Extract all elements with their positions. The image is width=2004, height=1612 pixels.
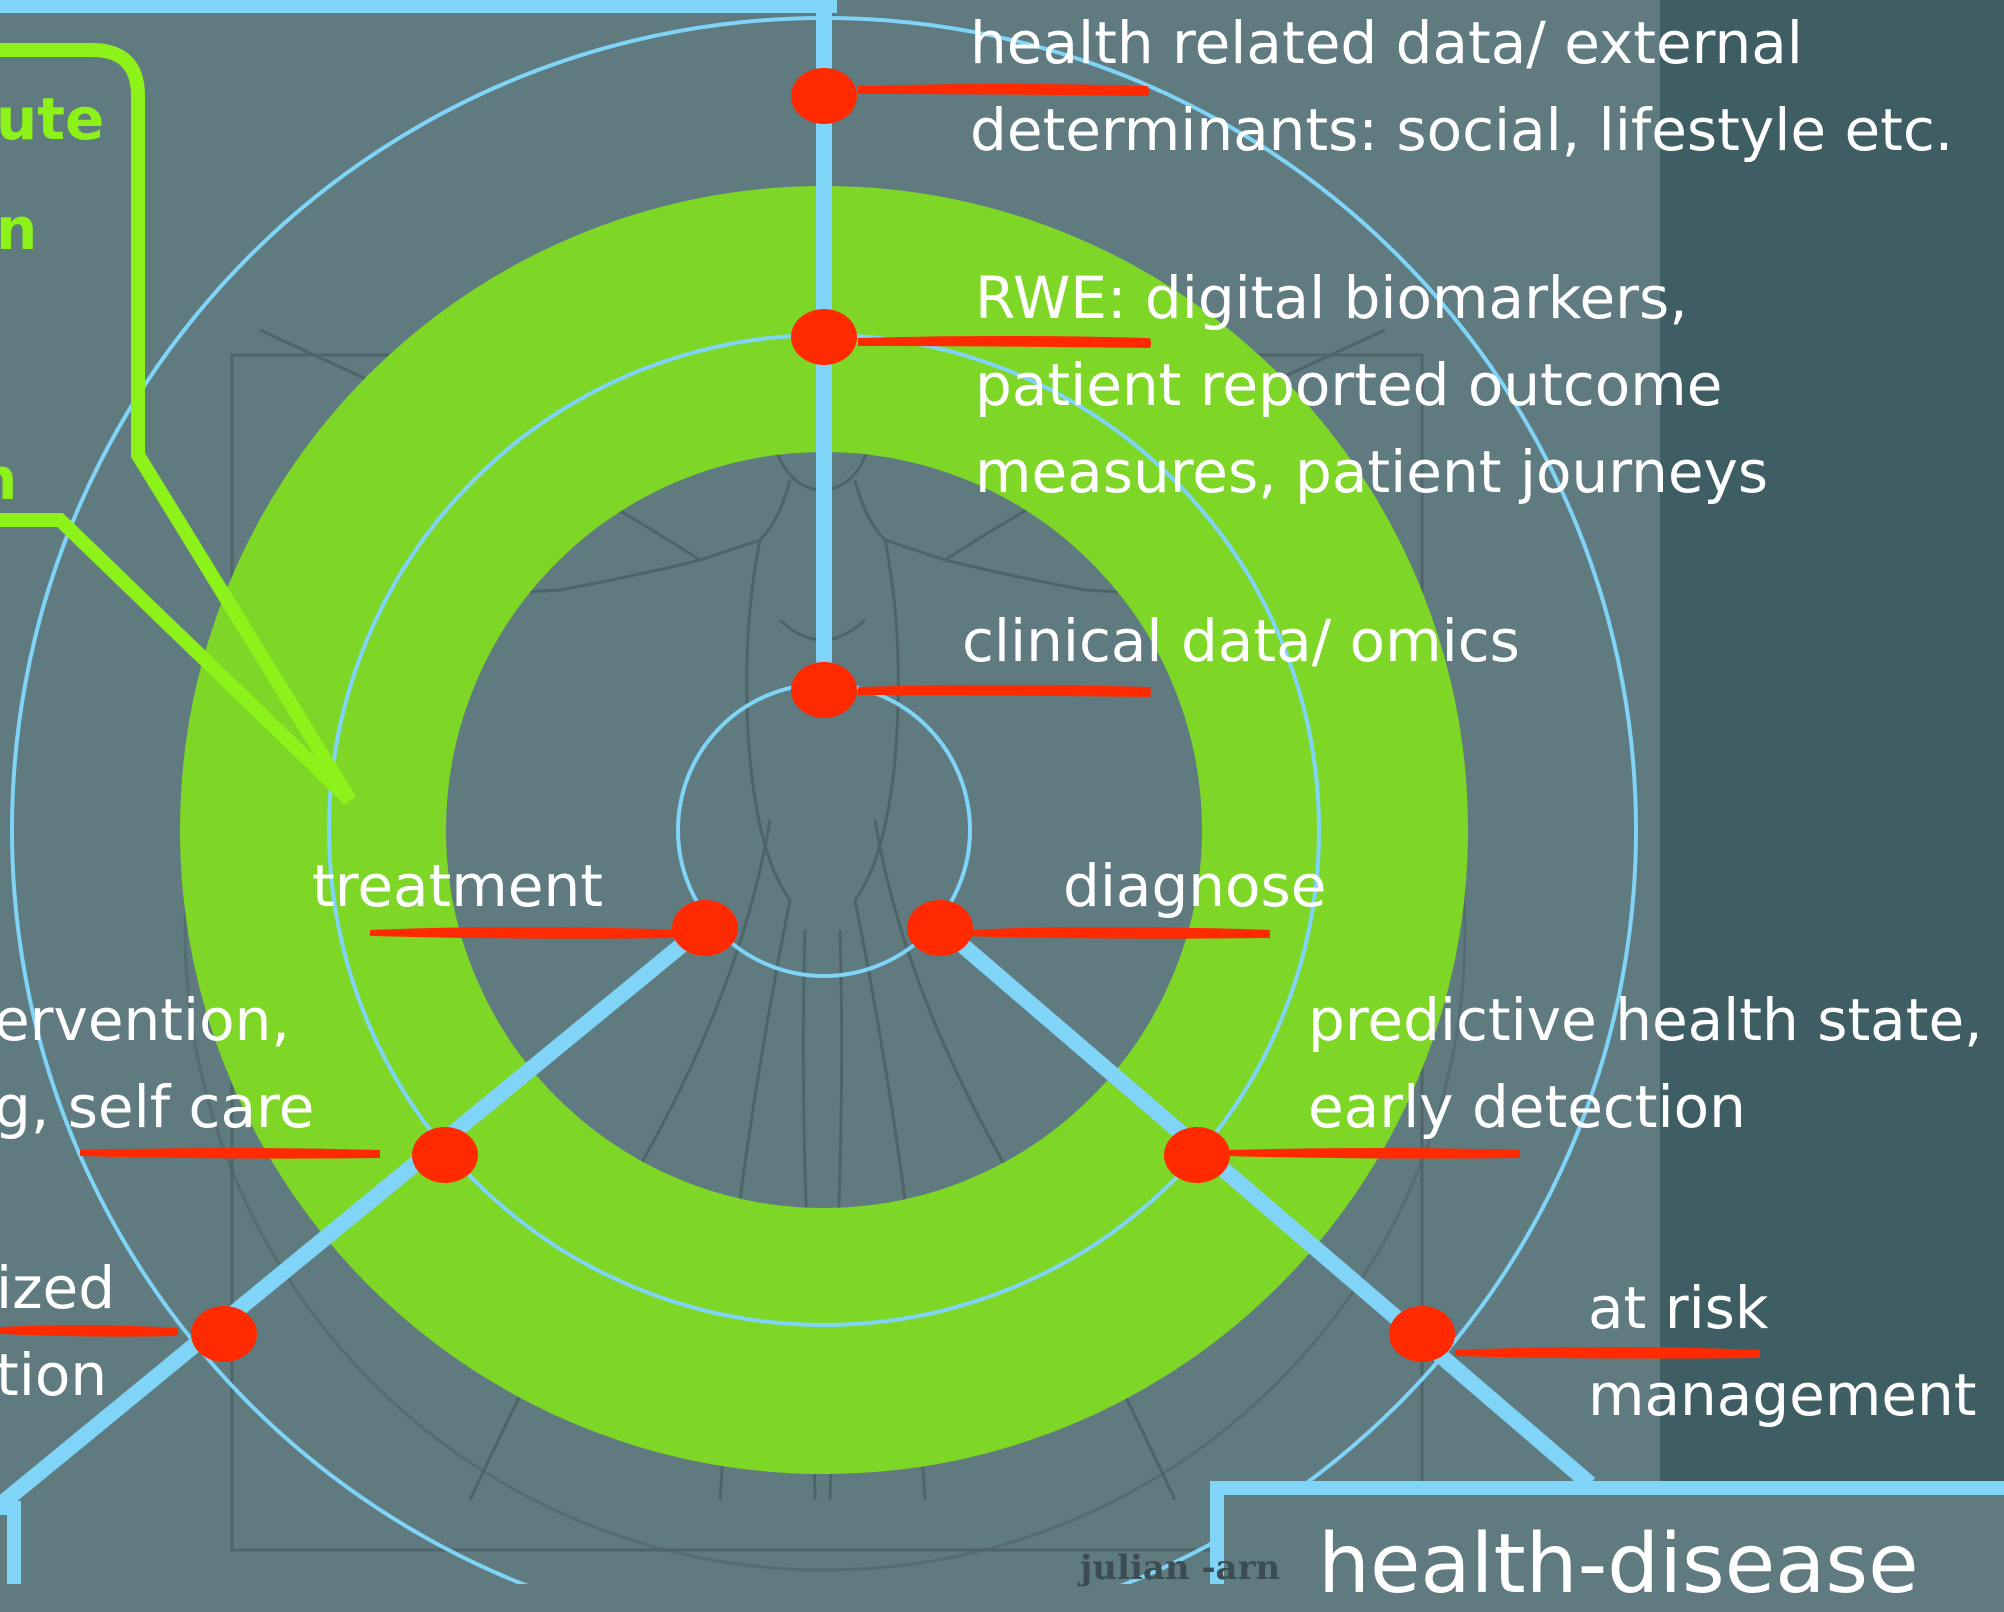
underline-treatment	[370, 927, 680, 939]
bottom-left-frame-fragment	[0, 1501, 21, 1584]
red-underlines	[0, 84, 1760, 1359]
node-diagnose	[907, 900, 973, 956]
label-rwe: RWE: digital biomarkers, patient reporte…	[975, 255, 1768, 516]
label-external-line-2: determinants: social, lifestyle etc.	[970, 96, 1954, 164]
label-at-risk-line-1: at risk	[1588, 1274, 1769, 1342]
label-rwe-line-2: patient reported outcome	[975, 351, 1723, 419]
underline-predictive	[1225, 1148, 1520, 1159]
callout-text: ute n	[0, 64, 104, 284]
label-treatment-line-1: treatment	[312, 852, 603, 920]
label-treatment: treatment	[312, 843, 603, 930]
label-rwe-line-3: measures, patient journeys	[975, 438, 1769, 506]
callout-line-2: n	[0, 195, 38, 263]
right-dark-panel	[1660, 0, 2004, 1584]
label-intervention: ervention, g, self care	[0, 977, 314, 1151]
bottom-right-frame	[1210, 1481, 2004, 1584]
axis-right	[934, 919, 1596, 1491]
underline-clinical	[858, 685, 1151, 697]
label-at-risk: at risk management	[1588, 1265, 1977, 1439]
node-treatment	[672, 900, 738, 956]
underline-rwe	[858, 336, 1151, 348]
label-external-line-1: health related data/ external	[970, 9, 1803, 77]
node-predictive	[1164, 1127, 1230, 1183]
label-rwe-line-1: RWE: digital biomarkers,	[975, 264, 1688, 332]
top-left-frame	[0, 0, 837, 13]
label-predictive-line-1: predictive health state,	[1308, 986, 1983, 1054]
underline-external	[858, 84, 1149, 96]
label-predictive: predictive health state, early detection	[1308, 977, 1983, 1151]
axis-left	[0, 919, 711, 1512]
node-personalized	[191, 1306, 257, 1362]
label-at-risk-line-2: management	[1588, 1361, 1977, 1429]
underline-at-risk	[1455, 1347, 1760, 1359]
node-clinical	[791, 662, 857, 718]
frame-title: health-disease	[1318, 1517, 1919, 1612]
node-external	[791, 68, 857, 124]
callout-text-bottom: n	[0, 424, 17, 534]
node-intervention	[412, 1127, 478, 1183]
label-clinical-line-1: clinical data/ omics	[962, 607, 1520, 675]
node-rwe	[791, 309, 857, 365]
sketch-signature: julian -arn	[1080, 1548, 1281, 1588]
label-predictive-line-2: early detection	[1308, 1073, 1746, 1141]
label-personalized: ized tion	[0, 1245, 115, 1419]
label-external-determinants: health related data/ external determinan…	[970, 0, 1953, 174]
label-intervention-line-2: g, self care	[0, 1073, 315, 1141]
callout-line-3: n	[0, 424, 17, 534]
node-at-risk	[1389, 1306, 1455, 1362]
callout-line-1: ute	[0, 85, 105, 153]
underline-diagnose	[962, 927, 1270, 939]
label-personalized-line-1: ized	[0, 1254, 116, 1322]
underline-intervention	[80, 1148, 380, 1159]
label-diagnose: diagnose	[1063, 843, 1326, 930]
green-callout	[0, 43, 356, 806]
underline-personalized	[0, 1325, 178, 1337]
nodes	[191, 68, 1455, 1362]
label-clinical-data: clinical data/ omics	[962, 598, 1520, 685]
label-personalized-line-2: tion	[0, 1341, 108, 1409]
label-intervention-line-1: ervention,	[0, 986, 290, 1054]
label-diagnose-line-1: diagnose	[1063, 852, 1327, 920]
